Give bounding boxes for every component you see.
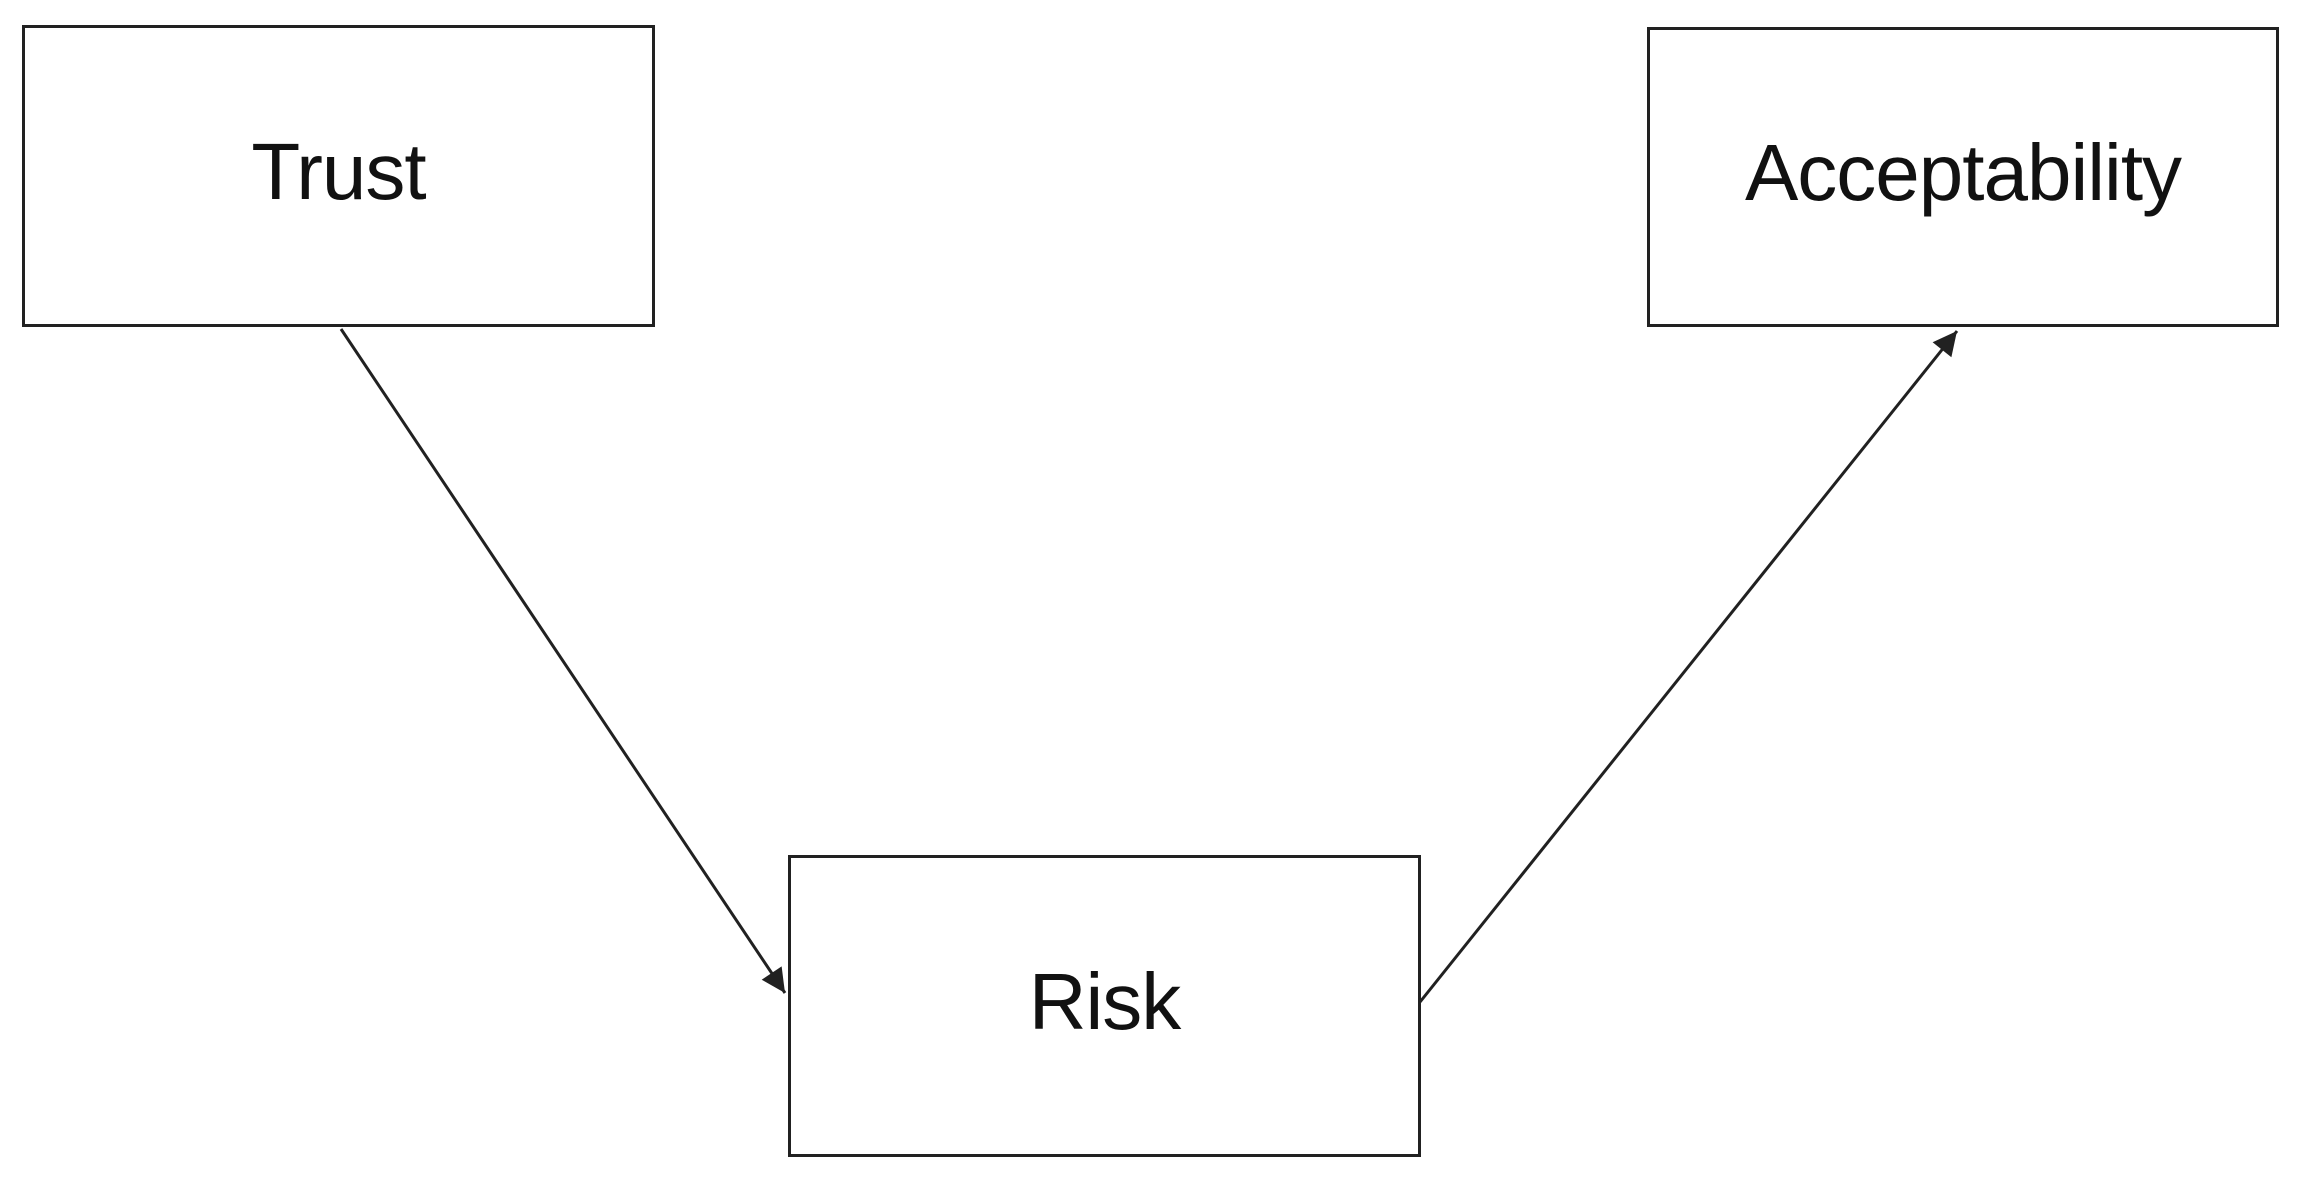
node-trust-label: Trust (251, 127, 426, 216)
node-risk-label: Risk (1028, 957, 1182, 1046)
arrow-risk-to-acceptability (1418, 330, 1959, 1003)
node-acceptability: Acceptability (1647, 27, 2279, 327)
node-trust: Trust (22, 25, 655, 327)
node-risk: Risk (788, 855, 1421, 1157)
arrow-trust-to-risk (339, 328, 787, 994)
node-acceptability-label: Acceptability (1744, 128, 2182, 217)
